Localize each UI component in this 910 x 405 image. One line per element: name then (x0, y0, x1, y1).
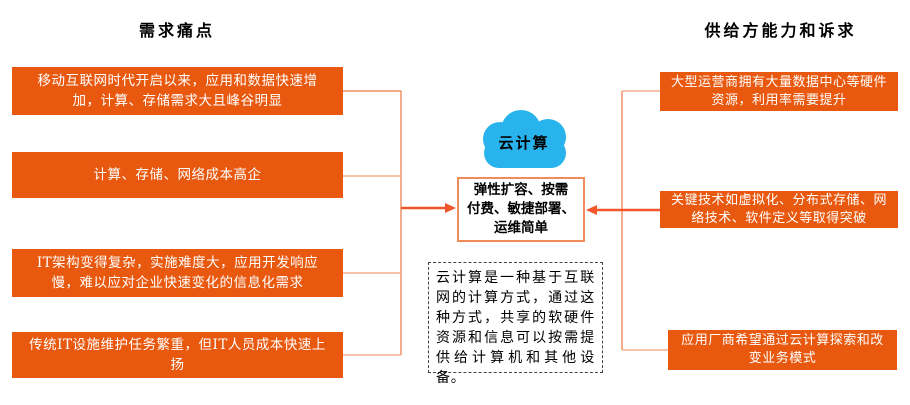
benefit-line-3: 运维简单 (494, 220, 548, 236)
demand-box-4-text: 传统IT设施维护任务繁重，但IT人员成本快速上扬 (29, 337, 326, 373)
demand-box-4: 传统IT设施维护任务繁重，但IT人员成本快速上扬 (12, 332, 343, 378)
demand-box-1-text: 移动互联网时代开启以来，应用和数据快速增加，计算、存储需求大且峰谷明显 (37, 73, 318, 109)
benefit-line-2: 付费、敏捷部署、 (467, 201, 575, 217)
demand-box-1: 移动互联网时代开启以来，应用和数据快速增加，计算、存储需求大且峰谷明显 (12, 67, 343, 115)
left-column-title: 需求痛点 (138, 21, 215, 40)
supply-box-1: 大型运营商拥有大量数据中心等硬件资源，利用率需要提升 (660, 72, 898, 111)
left-arrowhead-icon (586, 205, 597, 215)
cloud-definition-text: 云计算是一种基于互联网的计算方式，通过这种方式，共享的软硬件资源和信息可以按需提… (436, 270, 595, 386)
cloud-definition-box: 云计算是一种基于互联网的计算方式，通过这种方式，共享的软硬件资源和信息可以按需提… (428, 262, 603, 386)
demand-box-3-text: IT架构变得复杂，实施难度大，应用开发响应慢，难以应对企业快速变化的信息化需求 (36, 255, 319, 291)
right-column-title: 供给方能力和诉求 (704, 21, 857, 40)
demand-box-2-text: 计算、存储、网络成本高企 (93, 167, 262, 183)
supply-box-2-text: 关键技术如虚拟化、分布式存储、网络技术、软件定义等取得突破 (670, 192, 887, 226)
benefit-line-1: 弹性扩容、按需 (473, 182, 569, 198)
cloud-benefits-box: 弹性扩容、按需 付费、敏捷部署、 运维简单 (457, 177, 585, 242)
demand-box-3: IT架构变得复杂，实施难度大，应用开发响应慢，难以应对企业快速变化的信息化需求 (12, 249, 343, 297)
supply-box-3: 应用厂商希望通过云计算探索和改变业务模式 (668, 330, 897, 370)
right-arrowhead-icon (445, 203, 456, 213)
cloud-label: 云计算 (498, 134, 550, 152)
supply-box-1-text: 大型运营商拥有大量数据中心等硬件资源，利用率需要提升 (670, 74, 887, 108)
supply-box-2: 关键技术如虚拟化、分布式存储、网络技术、软件定义等取得突破 (660, 191, 898, 228)
demand-box-2: 计算、存储、网络成本高企 (12, 152, 343, 198)
supply-box-3-text: 应用厂商希望通过云计算探索和改变业务模式 (681, 333, 884, 366)
